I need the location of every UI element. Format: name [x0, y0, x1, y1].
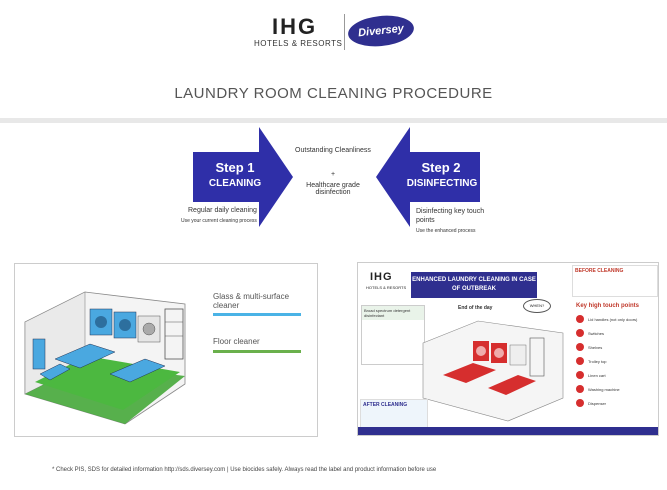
key-point-icon — [576, 343, 584, 351]
step1-subcaption: Use your current cleaning process — [181, 218, 257, 224]
key-point-label: Switches — [588, 331, 605, 336]
legend-floor-cleaner-line — [213, 350, 301, 353]
key-point-icon — [576, 357, 584, 365]
poster-ihg-subtitle: HOTELS & RESORTS — [366, 285, 407, 290]
ihg-logo-subtitle: HOTELS & RESORTS — [254, 39, 343, 48]
step1-number: Step 1 — [215, 160, 255, 175]
key-point-label: Trolley top — [588, 359, 607, 364]
legend-floor-cleaner-label: Floor cleaner — [213, 337, 260, 346]
diversey-logo: Diversey — [346, 12, 416, 50]
poster-banner: ENHANCED LAUNDRY CLEANING IN CASE OF OUT… — [411, 272, 537, 298]
key-point-label: Lid handles (not only doors) — [588, 317, 638, 322]
key-point-label: Linen cart — [588, 373, 606, 378]
key-point-label: Dispenser — [588, 401, 607, 406]
step2-arrow — [376, 127, 480, 227]
key-point-label: Shelves — [588, 345, 603, 350]
enhanced-cleaning-poster: IHG HOTELS & RESORTS ENHANCED LAUNDRY CL… — [357, 262, 659, 436]
poster-end-of-day: End of the day — [458, 305, 493, 311]
step2-subcaption: Use the enhanced process — [416, 228, 476, 234]
poster-before-cleaning-box: BEFORE CLEANING — [572, 265, 658, 297]
poster-footer-bar — [358, 427, 658, 435]
poster-after-cleaning-box: AFTER CLEANING — [360, 399, 428, 431]
middle-plus: + — [330, 171, 336, 178]
step1-arrow — [193, 127, 293, 227]
ihg-logo: IHG — [272, 14, 318, 39]
page-title: LAUNDRY ROOM CLEANING PROCEDURE — [174, 85, 493, 102]
logo-divider — [344, 14, 345, 50]
middle-bottom-text: Healthcare grade disinfection — [306, 182, 360, 196]
title-divider-band — [0, 118, 667, 123]
poster-after-cleaning: AFTER CLEANING — [363, 402, 408, 408]
key-point-icon — [576, 371, 584, 379]
key-point-label: Washing machine — [588, 387, 620, 392]
middle-top-text: Outstanding Cleanliness — [295, 147, 371, 154]
cleaning-illustration-panel: Glass & multi-surface cleaner Floor clea… — [14, 263, 318, 437]
key-point-icon — [576, 329, 584, 337]
step2-label: DISINFECTING — [406, 178, 478, 189]
legend-glass-cleaner-line — [213, 313, 301, 316]
laundry-room-illustration — [24, 291, 186, 425]
poster-before-cleaning: BEFORE CLEANING — [575, 268, 624, 274]
key-point-icon — [576, 399, 584, 407]
key-point-icon — [576, 315, 584, 323]
legend-glass-cleaner-label: Glass & multi-surface cleaner — [213, 292, 290, 310]
step2-number: Step 2 — [421, 160, 461, 175]
poster-key-points-title: Key high touch points — [576, 303, 639, 309]
step1-caption: Regular daily cleaning — [188, 207, 257, 214]
poster-when-bubble: WHEN? — [523, 299, 551, 313]
key-point-icon — [576, 385, 584, 393]
poster-disinfectant-box: Broad spectrum detergent disinfectant — [361, 305, 425, 365]
step1-label: CLEANING — [208, 178, 262, 189]
footer-disclaimer: * Check PIS, SDS for detailed informatio… — [52, 467, 437, 473]
poster-ihg-logo: IHG — [370, 271, 393, 283]
poster-room-illustration — [422, 320, 564, 422]
poster-disinfectant-label: Broad spectrum detergent disinfectant — [362, 306, 424, 320]
step2-caption: Disinfecting key touch points — [416, 208, 485, 224]
